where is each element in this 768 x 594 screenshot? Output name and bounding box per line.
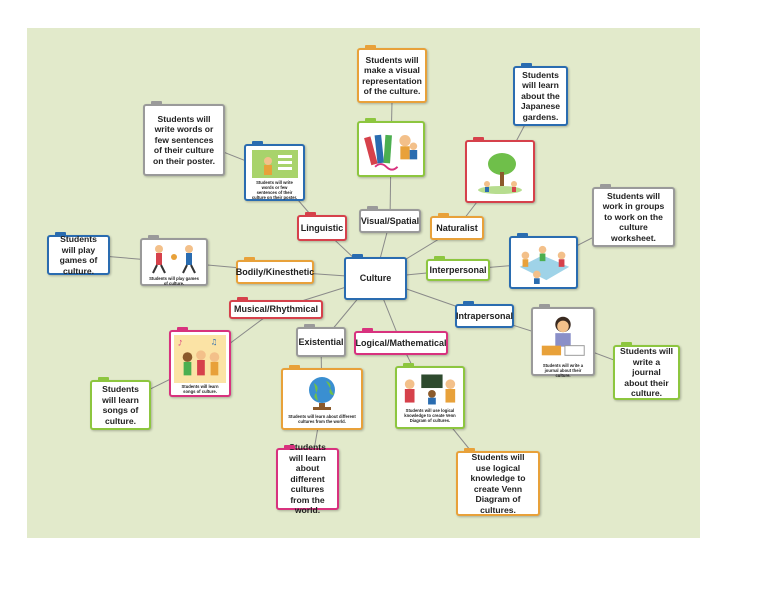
note-text: Students will play games of culture. [59,234,98,276]
poster-illustration [249,149,300,179]
branch-label: Musical/Rhythmical [233,304,319,314]
picture-musical-rhythmical[interactable]: ♪ ♫ Students will learn songs of culture… [169,327,231,397]
branch-linguistic[interactable]: Linguistic [297,212,347,241]
note-learn-songs[interactable]: Students will learn songs of culture. [90,377,151,430]
branch-label: Bodily/Kinesthetic [235,266,315,277]
note-venn-diagram[interactable]: Students will use logical knowledge to c… [456,448,540,516]
caption: Students will use logical knowledge to c… [404,408,456,423]
center-label: Culture [359,273,392,283]
kids-playing-illustration [145,243,203,275]
note-text: Students will learn about the Japanese g… [520,69,561,122]
kids-singing-illustration: ♪ ♫ [174,335,226,383]
branch-label: Logical/Mathematical [355,337,447,348]
branch-existential[interactable]: Existential [296,324,346,357]
branch-naturalist[interactable]: Naturalist [430,213,484,240]
svg-text:♫: ♫ [211,338,218,347]
note-text: Students will learn songs of culture. [102,384,139,426]
branch-visual-spatial[interactable]: Visual/Spatial [359,206,421,233]
note-text: Students will learn about different cult… [289,442,326,516]
branch-label: Linguistic [300,222,344,233]
caption: Students will write a journal about thei… [542,363,584,378]
journal-writing-illustration [536,312,590,362]
note-write-words[interactable]: Students will write words or few sentenc… [143,101,225,176]
note-visual-representation[interactable]: Students will make a visual representati… [357,45,427,103]
note-write-journal[interactable]: Students will write a journal about thei… [613,342,680,400]
picture-interpersonal[interactable] [509,233,578,289]
branch-label: Naturalist [436,222,478,233]
group-worksheet-illustration [514,241,573,287]
picture-visual-spatial[interactable] [357,118,425,177]
caption: Students will learn about different cult… [288,414,356,424]
note-text: Students will make a visual representati… [362,54,422,97]
note-text: Students will write words or few sentenc… [152,113,216,166]
picture-logical-mathematical[interactable]: Students will use logical knowledge to c… [395,363,465,429]
tree-garden-illustration [470,145,530,198]
branch-label: Interpersonal [429,264,487,275]
branch-musical-rhythmical[interactable]: Musical/Rhythmical [229,297,323,319]
note-work-in-groups[interactable]: Students will work in groups to work on … [592,184,675,247]
picture-intrapersonal[interactable]: Students will write a journal about thei… [531,304,595,378]
picture-bodily-kinesthetic[interactable]: Students will play games of culture. [140,235,208,286]
note-japanese-gardens[interactable]: Students will learn about the Japanese g… [513,63,568,126]
caption: Students will write words or few sentenc… [251,180,298,200]
picture-naturalist[interactable] [465,137,535,203]
branch-logical-mathematical[interactable]: Logical/Mathematical [354,328,448,355]
caption: Students will play games of culture. [149,276,199,286]
note-play-games[interactable]: Students will play games of culture. [47,232,110,276]
branch-bodily-kinesthetic[interactable]: Bodily/Kinesthetic [235,257,315,284]
globe-icon [286,373,358,413]
branch-label: Visual/Spatial [360,215,420,226]
picture-existential[interactable]: Students will learn about different cult… [281,365,363,430]
branch-intrapersonal[interactable]: Intrapersonal [455,301,514,328]
branch-label: Existential [298,336,344,347]
note-text: Students will use logical knowledge to c… [470,452,526,515]
caption: Students will learn songs of culture. [181,384,219,394]
crayons-kids-illustration [362,126,420,174]
note-different-cultures[interactable]: Students will learn about different cult… [276,442,339,515]
picture-linguistic[interactable]: Students will write words or few sentenc… [244,141,305,201]
branch-interpersonal[interactable]: Interpersonal [426,256,490,281]
center-node-culture[interactable]: Culture [344,254,407,300]
classroom-illustration [400,371,460,407]
note-text: Students will write a journal about thei… [620,346,673,399]
svg-text:♪: ♪ [178,339,183,348]
branch-label: Intrapersonal [456,310,514,321]
note-text: Students will work in groups to work on … [602,190,665,243]
